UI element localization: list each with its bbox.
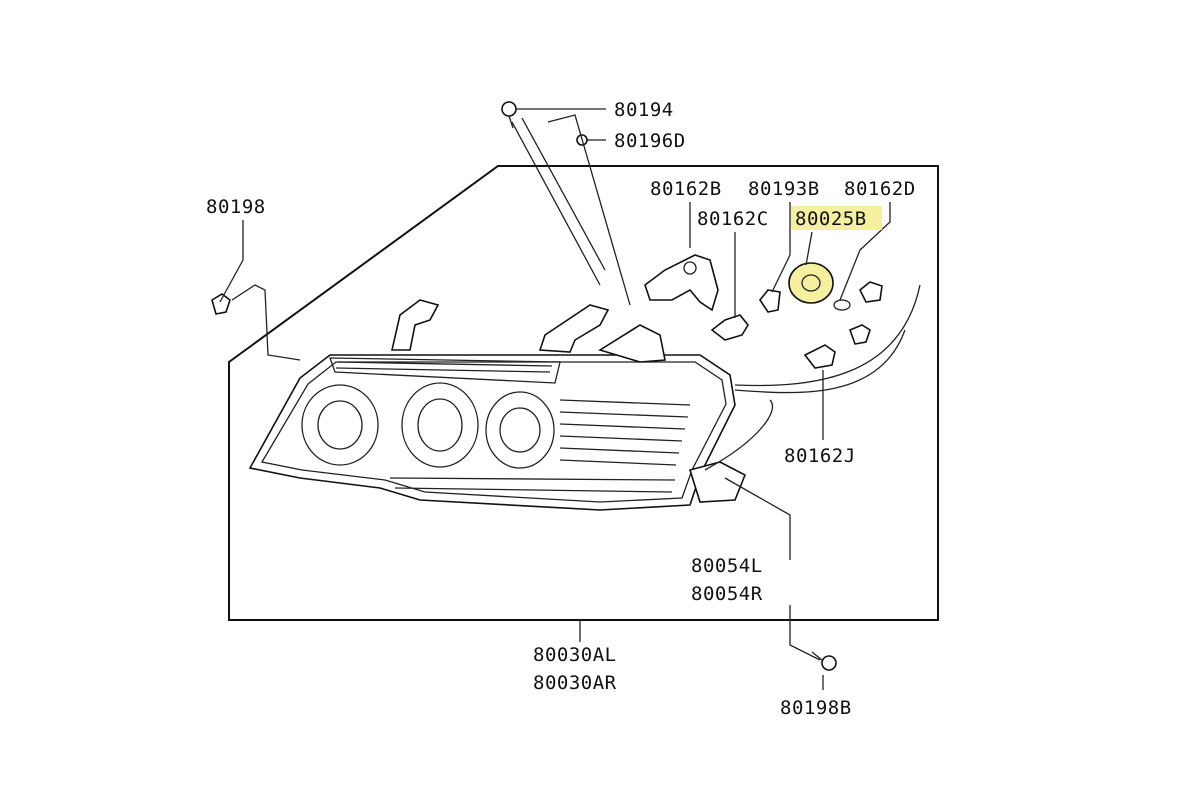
bulb-80162j: [803, 324, 871, 369]
headlamp-assembly: [248, 284, 921, 511]
label-80025b-highlight: [791, 206, 882, 230]
label-80030al: 80030AL: [533, 644, 617, 666]
label-80025b: 80025B: [795, 208, 867, 230]
label-80030ar: 80030AR: [533, 672, 617, 694]
socket-80162d: [833, 281, 883, 311]
label-80162c: 80162C: [697, 208, 769, 230]
gasket-highlight: [788, 262, 834, 304]
clip-80193b: [759, 289, 781, 313]
gasket-80025b: [788, 262, 834, 304]
bolt-80194: [501, 101, 517, 129]
leader-lines: [219, 108, 891, 690]
label-80054r: 80054R: [691, 583, 763, 605]
label-80196d: 80196D: [614, 130, 686, 152]
label-80162b: 80162B: [650, 178, 722, 200]
label-80193b: 80193B: [748, 178, 820, 200]
label-80054l: 80054L: [691, 555, 763, 577]
label-80194: 80194: [614, 99, 674, 121]
bulb-80162c: [710, 314, 749, 341]
label-80162d: 80162D: [844, 178, 916, 200]
label-80162j: 80162J: [784, 445, 856, 467]
label-80198b: 80198B: [780, 697, 852, 719]
bolt-80198b: [811, 651, 837, 671]
bulb-80162b: [644, 254, 719, 312]
label-80198: 80198: [206, 196, 266, 218]
assembly-boundary: [228, 165, 939, 621]
bolt-80198: [211, 293, 231, 315]
